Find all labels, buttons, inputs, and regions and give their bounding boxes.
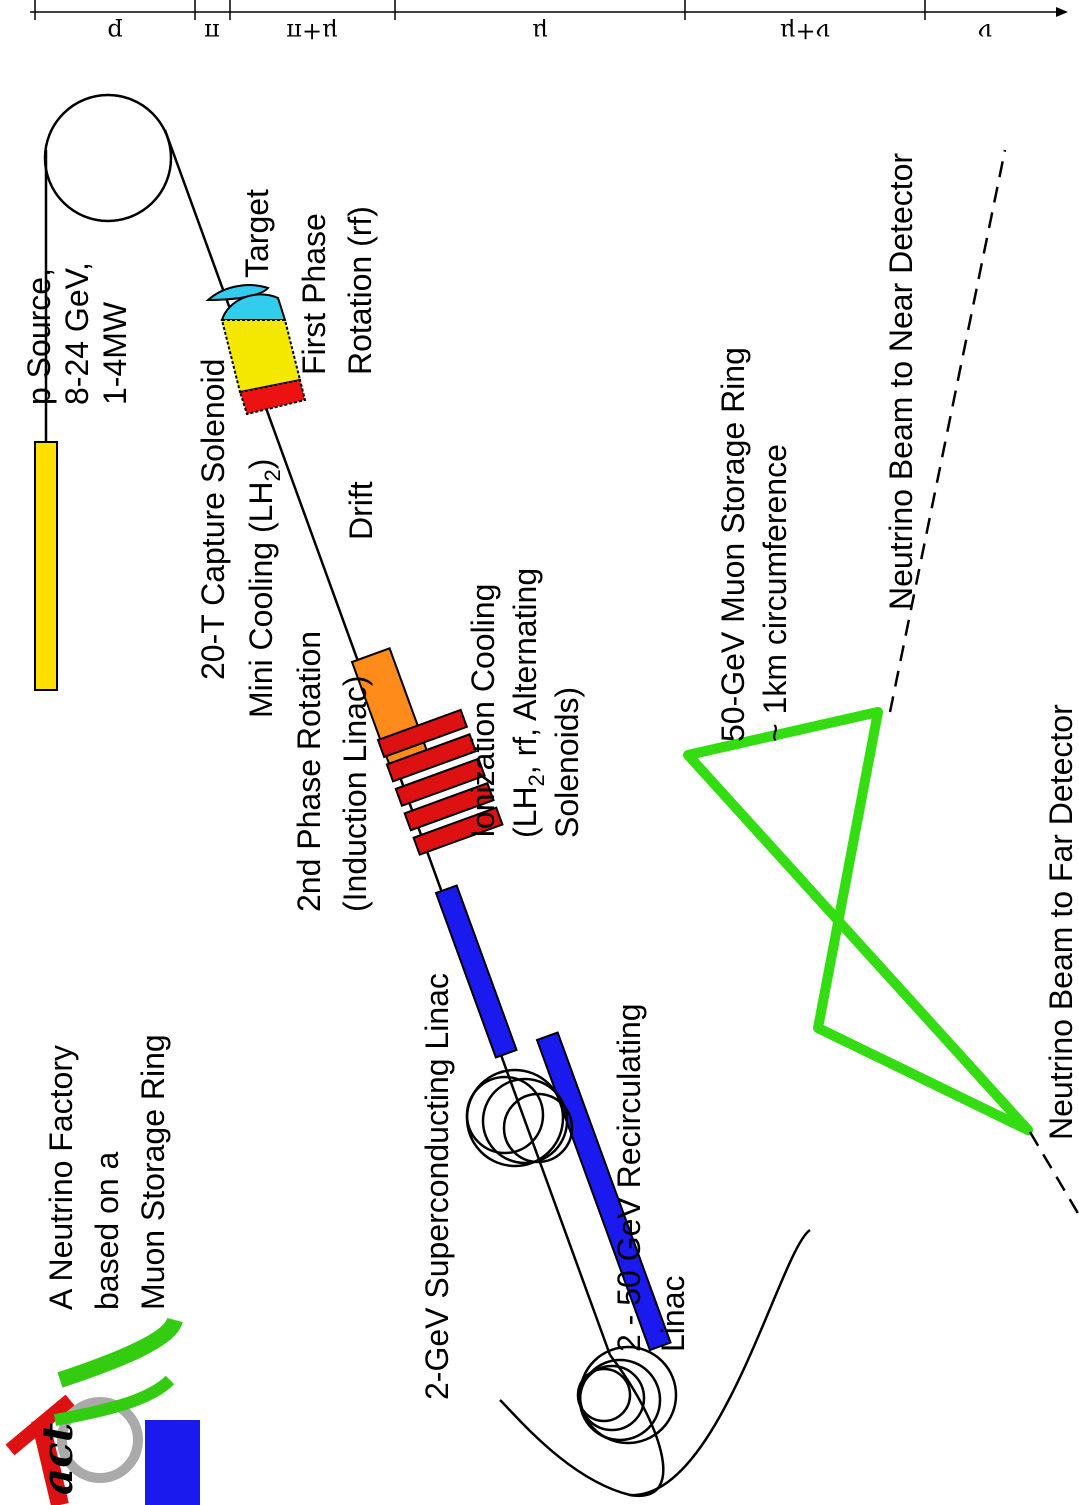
target-text: Target [239,189,275,278]
recirc-arc [576,1367,632,1423]
recirculating-arcs-lower [576,1345,678,1445]
target-label: Target [239,189,275,278]
logo-green-stroke-2 [53,1375,175,1426]
capture-solenoid-label: 20-T Capture Solenoid [195,359,231,680]
first-phase-line-1: First Phase [296,213,332,375]
sc-linac-text: 2-GeV Superconducting Linac [419,973,455,1400]
mini-cooling-text: Mini Cooling (LH2) [243,459,285,718]
ionization-cell [412,806,504,856]
mini-cooling-main: Mini Cooling (LH [243,481,279,718]
mini-cooling-sub: 2 [260,469,285,481]
proton-linac-bar [34,441,58,691]
near-beam-label: Neutrino Beam to Near Detector [883,153,919,610]
recirc-line-1: 2 - 50 GeV Recirculating [611,1003,647,1352]
recirculating-arcs-upper [465,1068,574,1168]
axis-arrowhead [1056,7,1068,17]
stage-label-mu: μ [532,18,548,46]
ionization-cell [403,781,495,832]
first-phase-label: First Phase Rotation (rf) [296,206,378,375]
storage-ring-edge [813,1023,1033,1135]
recirc-arc [502,1092,574,1164]
ionization-line-2b: , rf, Alternating [507,568,543,774]
title-line-1: A Neutrino Factory [43,1045,79,1310]
mini-cooling-label: Mini Cooling (LH2) [243,459,285,718]
storage-line-1: 50-GeV Muon Storage Ring [715,347,751,742]
target-blade [205,284,270,302]
mu-logo: act [5,1316,200,1505]
title-block: A Neutrino Factory based on a Muon Stora… [43,1034,171,1310]
stage-label-pi-mu: μ+π [286,18,337,46]
storage-ring-label: 50-GeV Muon Storage Ring ~ 1km circumfer… [715,347,793,742]
capture-solenoid-head [220,293,287,321]
storage-ring-edge [683,707,883,760]
sc-linac-label: 2-GeV Superconducting Linac [419,973,455,1400]
linac-return-arc [499,1354,665,1498]
ionization-line-3: Solenoids) [549,687,585,838]
mini-cooling-end: ) [243,459,279,470]
stage-label-mu-nu: ν+μ [780,18,830,46]
superconducting-linac-block [434,884,518,1059]
logo-text: act [33,1423,82,1495]
logo-ring [57,1397,143,1483]
ionization-line-2: (LH2, rf, Alternating [507,568,549,838]
ionization-cell [385,733,478,783]
p-source-line-3: 1-4MW [97,301,133,405]
stage-label-pi: π [204,18,220,46]
drift-text: Drift [343,481,379,540]
stage-axis: p π μ+π μ ν+μ ν [30,0,1068,46]
second-phase-line-2: (Induction Linac) [337,675,373,912]
proton-source [34,93,173,691]
ionization-cell [376,708,469,759]
capture-text: 20-T Capture Solenoid [195,359,231,680]
logo-green-stroke [57,1316,183,1388]
ionization-cooling-stack [376,708,504,856]
first-phase-line-2: Rotation (rf) [342,206,378,375]
stage-label-nu: ν [978,18,993,46]
proton-ring [43,93,173,223]
far-detector-beam [1028,1131,1079,1216]
ionization-line-2-sub: 2 [524,774,549,786]
title-line-3: Muon Storage Ring [135,1034,171,1310]
target-assembly [205,284,307,416]
drift-label: Drift [343,481,379,540]
far-beam-text: Neutrino Beam to Far Detector [1043,704,1079,1140]
second-phase-line-1: 2nd Phase Rotation [291,631,327,912]
recirc-arc [578,1364,646,1432]
near-detector-beam [888,149,1007,713]
ionization-cell [394,757,486,808]
near-beam-text: Neutrino Beam to Near Detector [883,153,919,610]
storage-ring-leg [686,707,883,1029]
p-source-line-1: p Source, [21,268,57,405]
ionization-line-2a: (LH [507,786,543,838]
recirc-arc [465,1068,565,1168]
ionization-line-1: Ionization Cooling [465,584,501,838]
p-source-label: p Source, 8-24 GeV, 1-4MW [21,262,133,405]
capture-solenoid-body [220,319,302,394]
second-phase-label: 2nd Phase Rotation (Induction Linac) [291,631,373,912]
logo-blue-block [145,1420,200,1505]
storage-line-2: ~ 1km circumference [757,444,793,742]
p-source-line-2: 8-24 GeV, [59,262,95,405]
mini-cooling-block [238,378,307,416]
recirc-arc [481,1077,569,1165]
recirculating-linac-block [535,1031,672,1352]
recirc-line-2: Linac [655,1276,691,1353]
ionization-label: Ionization Cooling (LH2, rf, Alternating… [465,568,585,838]
far-beam-label: Neutrino Beam to Far Detector [1043,704,1079,1140]
title-line-2: based on a [89,1151,125,1310]
logo-red-stroke-2 [5,1394,75,1456]
arc-to-storage-ring [629,1228,811,1497]
recirc-linac-label: 2 - 50 GeV Recirculating Linac [611,1003,691,1352]
stage-label-p: p [107,18,122,46]
logo-red-stroke [31,1417,69,1505]
